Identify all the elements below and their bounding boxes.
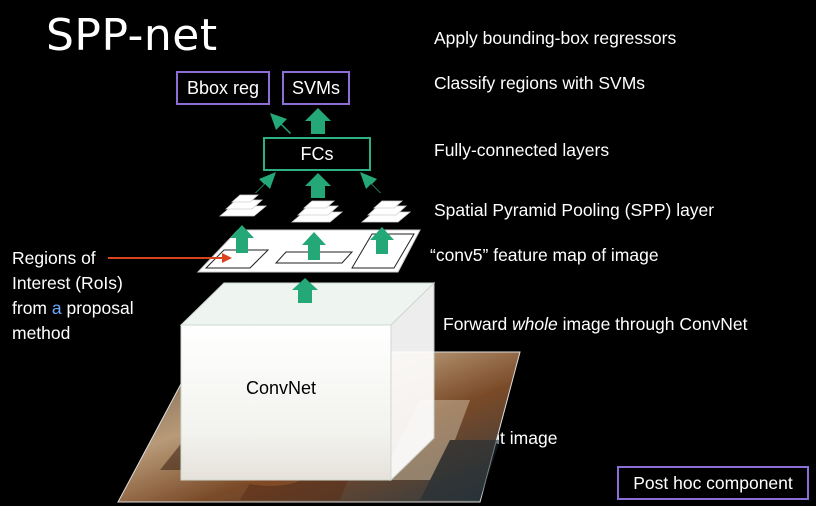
arrow-spp-left-to-fcs	[255, 172, 276, 193]
fcs-box: FCs	[263, 137, 371, 171]
bbox-reg-box: Bbox reg	[176, 71, 270, 105]
convnet-label: ConvNet	[246, 378, 317, 398]
roi-caption-line-1: Regions of	[12, 248, 96, 268]
arrow-fcs-to-bbox	[270, 113, 291, 134]
svms-box: SVMs	[282, 71, 350, 105]
arrow-roi-right-to-spp	[370, 227, 394, 254]
roi-caption-proposal: proposal	[61, 298, 134, 318]
roi-caption-line-3: from a proposal	[12, 296, 134, 321]
spp-pyramid-right	[360, 200, 412, 223]
convnet-front-face	[180, 324, 392, 481]
label-fully-connected: Fully-connected layers	[434, 140, 610, 160]
arrow-fcs-to-svms	[305, 108, 331, 134]
roi-caption-a: a	[51, 298, 62, 318]
roi-box-middle	[274, 251, 354, 264]
roi-box-left	[204, 249, 270, 269]
roi-caption-from: from	[12, 298, 52, 318]
slide-title: SPP-net	[46, 10, 218, 61]
forward-emphasis: whole	[512, 314, 558, 334]
roi-pointer-head	[222, 253, 232, 263]
arrow-spp-right-to-fcs	[360, 172, 381, 193]
spp-pyramid-left	[218, 194, 268, 217]
arrow-convnet-to-conv5	[292, 278, 318, 303]
green-arrows	[230, 108, 394, 303]
label-apply-bbox-regressors: Apply bounding-box regressors	[434, 28, 677, 48]
arrow-roi-left-to-spp	[230, 225, 254, 253]
spp-pyramid-middle	[290, 200, 344, 223]
arrow-roi-middle-to-spp	[302, 232, 326, 260]
roi-caption-line-4: method	[12, 323, 71, 343]
label-forward: Forward whole image through ConvNet	[443, 314, 747, 335]
forward-suffix: image through ConvNet	[557, 314, 748, 334]
label-conv5: “conv5” feature map of image	[430, 245, 659, 265]
arrow-spp-middle-to-fcs	[305, 173, 331, 198]
roi-caption-line-2: Interest (RoIs)	[12, 273, 123, 293]
label-spp-layer: Spatial Pyramid Pooling (SPP) layer	[434, 200, 715, 220]
post-hoc-legend: Post hoc component	[617, 466, 809, 500]
forward-prefix: Forward	[443, 314, 513, 334]
label-classify-regions: Classify regions with SVMs	[434, 73, 646, 93]
roi-box-right	[351, 233, 415, 269]
roi-caption: Regions of Interest (RoIs) from a propos…	[12, 246, 134, 346]
